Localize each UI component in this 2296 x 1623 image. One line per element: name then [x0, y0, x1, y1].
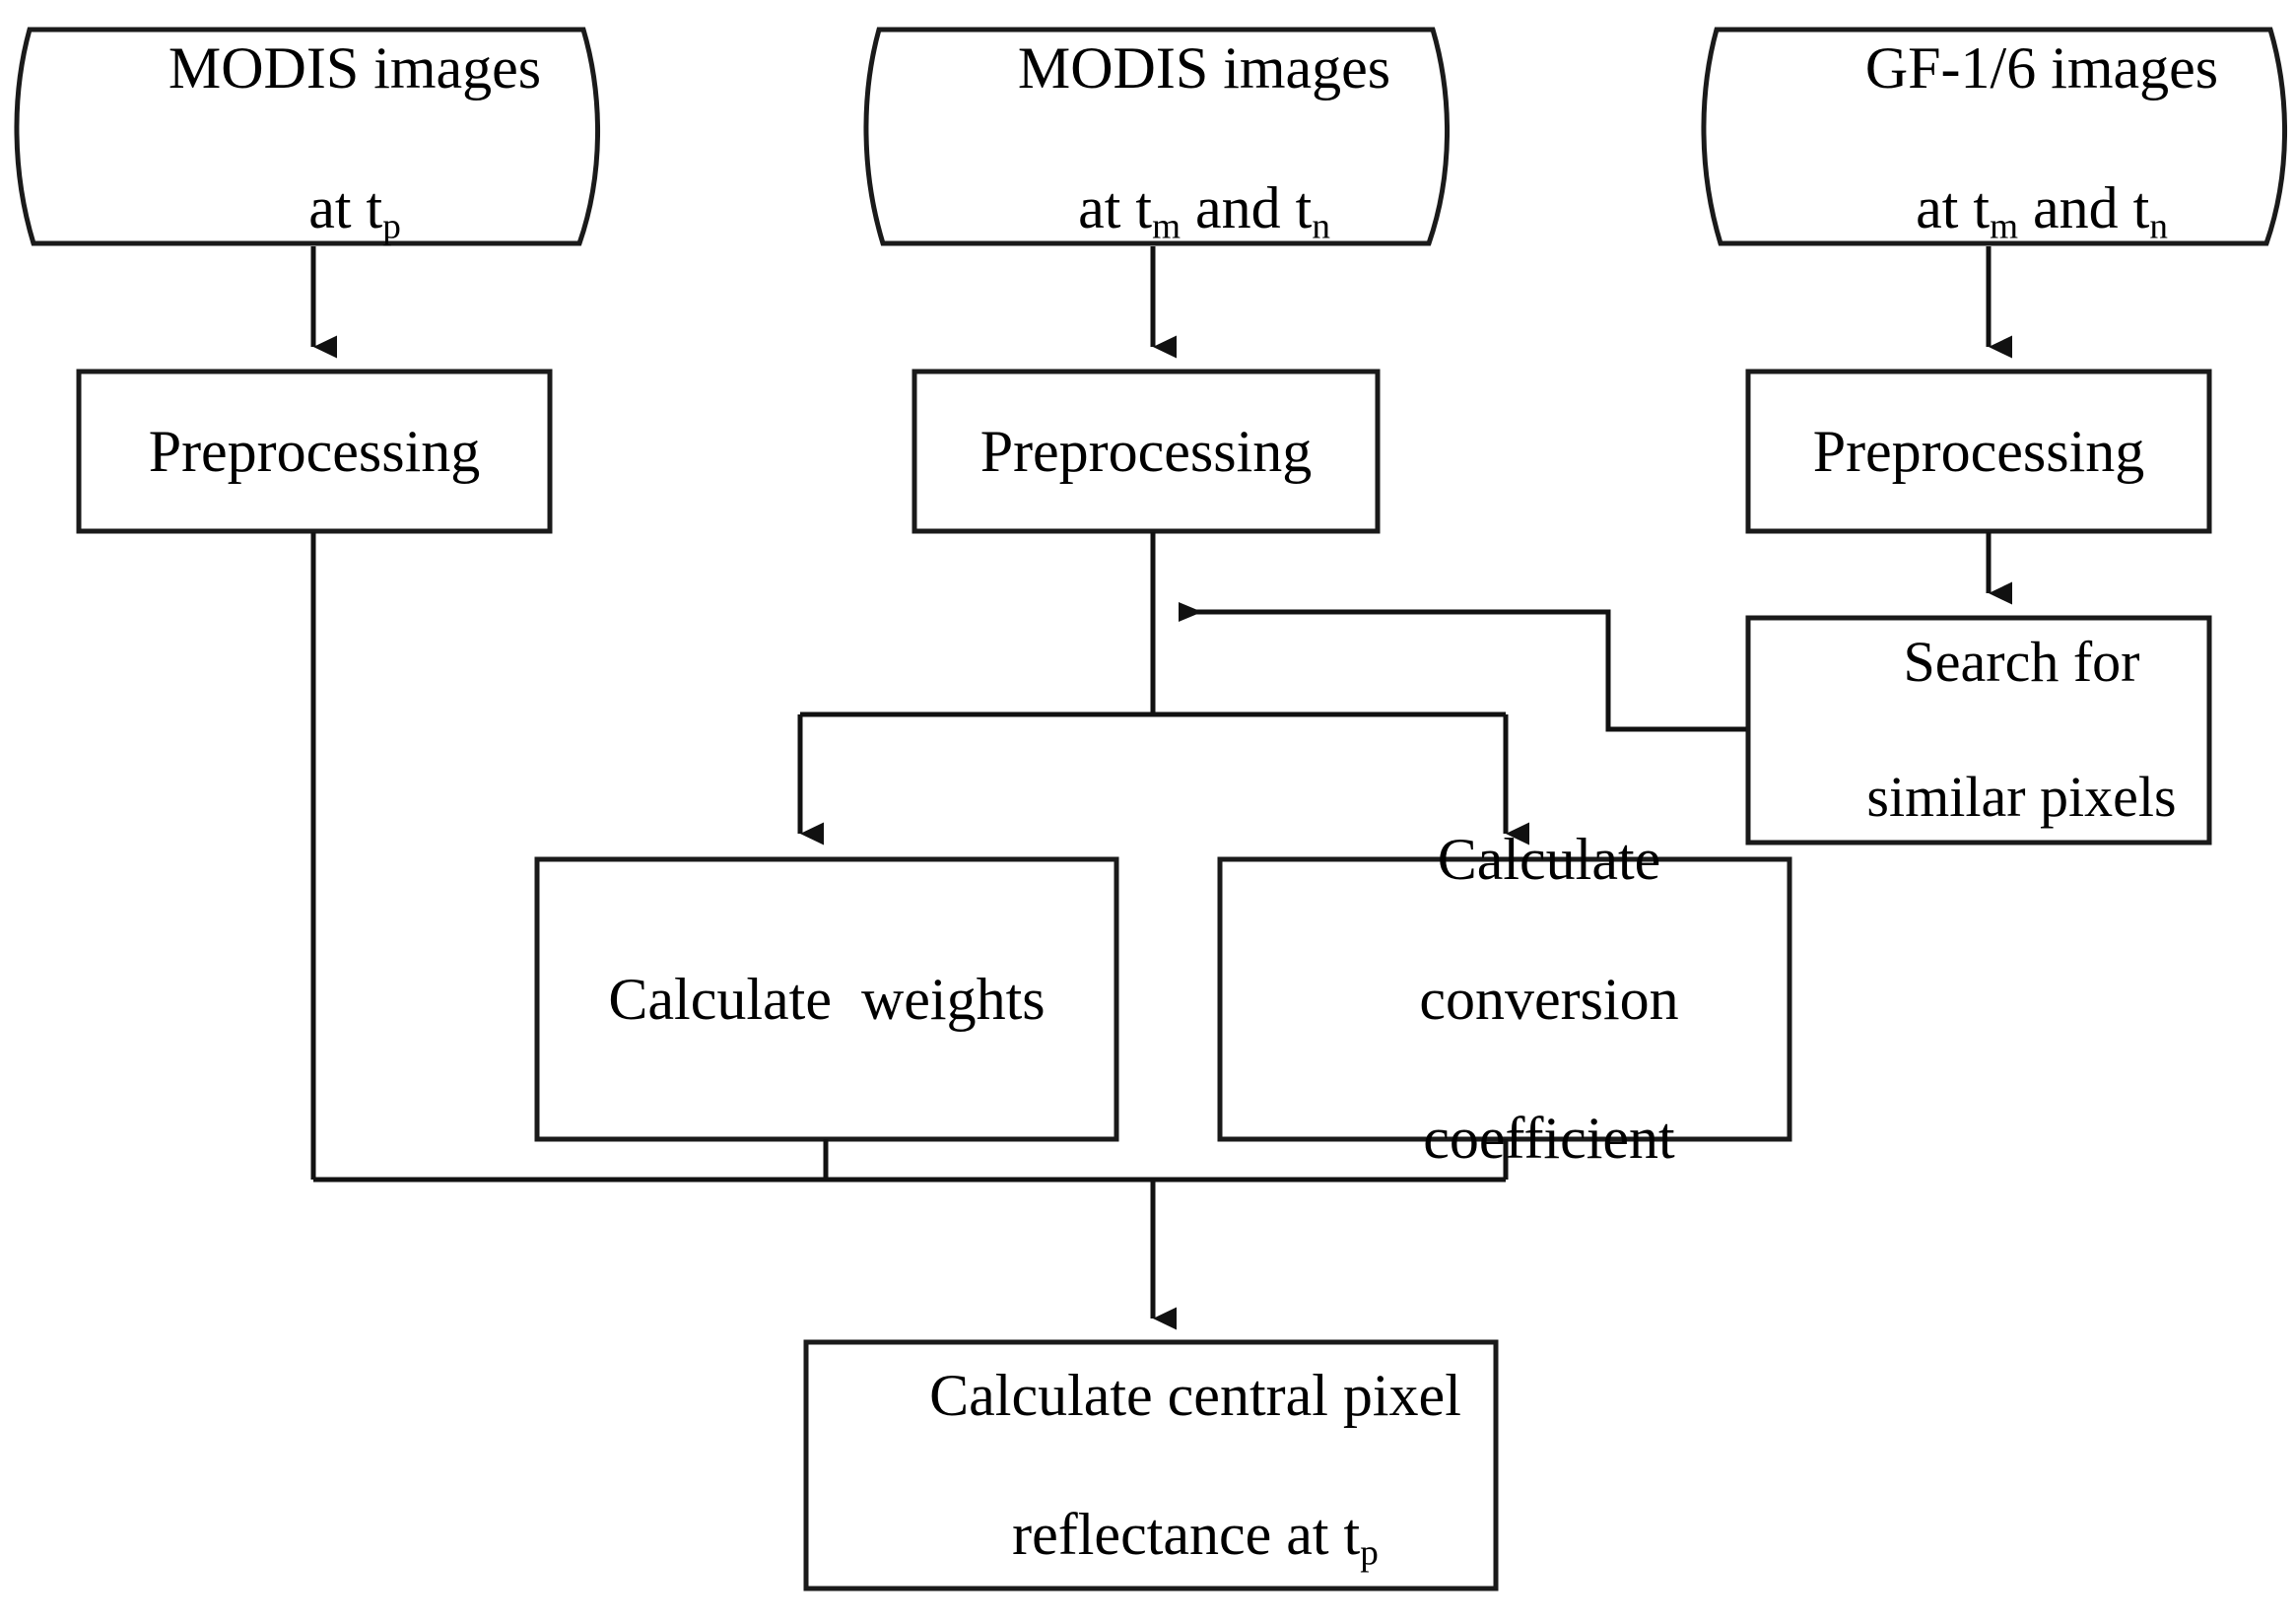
preprocessing-middle-shape	[912, 369, 1381, 534]
calculate-weights-shape	[534, 856, 1119, 1142]
doc-modis-tp-shape	[14, 27, 601, 246]
preprocessing-left-shape	[76, 369, 553, 534]
edge-search-to-trunk	[1179, 602, 1746, 732]
preprocessing-right-shape	[1745, 369, 2212, 534]
search-similar-pixels-shape	[1745, 615, 2212, 845]
calculate-conversion-coefficient-shape	[1217, 856, 1792, 1142]
doc-gf-tmtn-shape	[1701, 27, 2288, 246]
doc-modis-tmtn-shape	[863, 27, 1451, 246]
calculate-central-pixel-reflectance-shape	[803, 1339, 1499, 1591]
